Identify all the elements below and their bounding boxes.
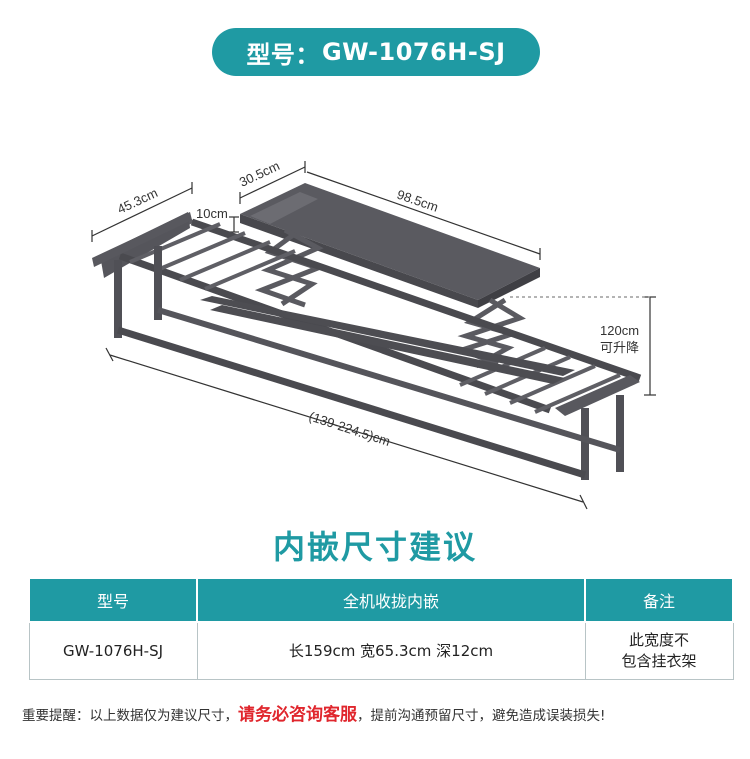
posts — [114, 246, 624, 480]
dim-box-height: 10cm — [196, 206, 228, 221]
model-value: GW-1076H-SJ — [321, 38, 506, 66]
note-warning: 请务必咨询客服 — [238, 705, 357, 725]
remark-line-1: 此宽度不 — [628, 631, 689, 649]
dim-lift-label: 可升降 — [600, 340, 639, 355]
note-suffix: ，提前沟通预留尺寸，避免造成误装损失! — [357, 708, 606, 724]
cell-remark: 此宽度不 包含挂衣架 — [584, 621, 734, 680]
dim-width-top: 45.3cm — [115, 185, 160, 217]
note-prefix: 重要提醒：以上数据仅为建议尺寸， — [22, 708, 238, 724]
model-pill: 型号： GW-1076H-SJ — [212, 28, 540, 76]
model-label: 型号： — [246, 40, 320, 69]
header-model: 型号 — [28, 577, 198, 623]
lower-rods — [116, 307, 621, 479]
cell-size: 长159cm 宽65.3cm 深12cm — [196, 621, 586, 680]
dimension-lines — [91, 161, 656, 510]
important-note: 重要提醒：以上数据仅为建议尺寸，请务必咨询客服，提前沟通预留尺寸，避免造成误装损… — [22, 700, 742, 725]
slotted-bar — [200, 296, 575, 384]
dim-box-width: 30.5cm — [237, 158, 282, 190]
header-size: 全机收拢内嵌 — [196, 577, 586, 623]
section-title: 内嵌尺寸建议 — [272, 528, 477, 566]
remark-line-2: 包含挂衣架 — [621, 652, 697, 670]
table-header-row: 型号 全机收拢内嵌 备注 — [28, 577, 734, 623]
cell-model: GW-1076H-SJ — [28, 621, 198, 680]
dim-lift: 120cm — [600, 323, 639, 338]
spec-table: 型号 全机收拢内嵌 备注 GW-1076H-SJ 长159cm 宽65.3cm … — [28, 577, 734, 680]
end-brackets — [92, 212, 640, 416]
header-remark: 备注 — [584, 577, 734, 623]
table-row: GW-1076H-SJ 长159cm 宽65.3cm 深12cm 此宽度不 包含… — [28, 621, 734, 680]
drying-rack-diagram: 45.3cm 30.5cm 98.5cm 10cm 120cm 可升降 (139… — [91, 158, 656, 510]
